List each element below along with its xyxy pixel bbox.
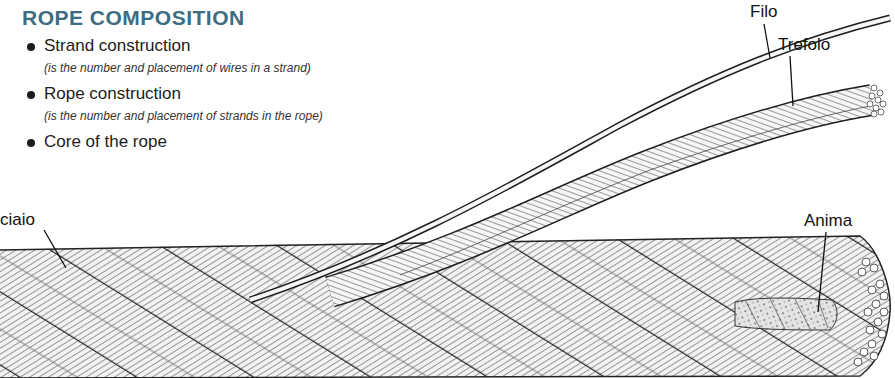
bullet-dot — [27, 43, 35, 147]
part-label: ciaio — [0, 210, 35, 230]
bullet-text: Core of the rope — [44, 132, 167, 152]
bullet-text: Strand construction — [44, 36, 190, 56]
wire — [250, 18, 890, 300]
part-label: Trefolo — [778, 35, 830, 55]
bullet-text: Rope construction — [44, 84, 181, 104]
bullet-note: (is the number and placement of wires in… — [44, 61, 311, 75]
part-label: Filo — [750, 2, 777, 22]
leader-line — [44, 24, 826, 312]
bullet-note: (is the number and placement of strands … — [44, 109, 323, 123]
rope-cross-section — [854, 258, 888, 366]
part-label: Anima — [804, 211, 852, 231]
strand — [330, 85, 886, 292]
diagram-title: ROPE COMPOSITION — [22, 6, 245, 30]
